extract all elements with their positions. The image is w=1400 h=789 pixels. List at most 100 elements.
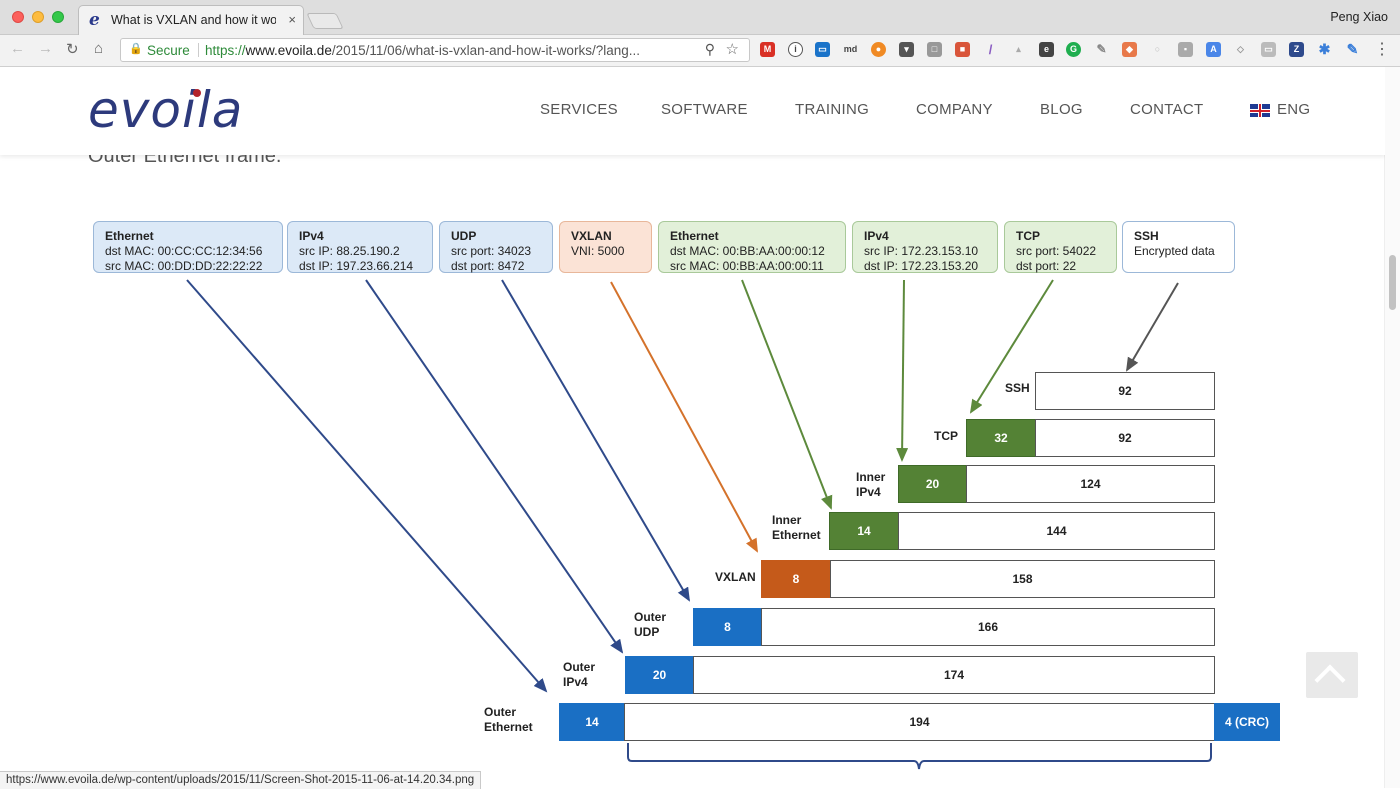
box-title: SSH [1134, 229, 1159, 243]
outer-udp-header-cell: 8 [693, 608, 762, 646]
close-window-button[interactable] [12, 11, 24, 23]
vxlan-header-box: VXLAN VNI: 5000 [559, 221, 652, 273]
box-line: dst IP: 197.23.66.214 [299, 259, 414, 273]
extension-icon[interactable]: ▭ [815, 42, 830, 57]
box-line: dst IP: 172.23.153.20 [864, 259, 979, 273]
tcp-payload-cell: 92 [1035, 419, 1215, 457]
box-line: src port: 54022 [1016, 244, 1097, 258]
row-label-tcp: TCP [934, 429, 958, 443]
chevron-up-icon [1314, 664, 1346, 696]
outer-udp-header-box: UDP src port: 34023 dst port: 8472 [439, 221, 553, 273]
outer-ipv4-payload-cell: 174 [693, 656, 1215, 694]
arrow-ssh [1125, 282, 1179, 372]
site-header: evoila SERVICES SOFTWARE TRAINING COMPAN… [0, 67, 1385, 155]
extension-icon[interactable]: ▪ [1178, 42, 1193, 57]
info-extension-icon[interactable]: i [788, 42, 803, 57]
inner-ethernet-payload-cell: 144 [898, 512, 1215, 550]
forward-arrow-icon[interactable]: → [38, 40, 53, 57]
box-title: Ethernet [105, 229, 154, 243]
outer-ipv4-header-box: IPv4 src IP: 88.25.190.2 dst IP: 197.23.… [287, 221, 433, 273]
lock-icon: 🔒 [129, 43, 143, 55]
box-title: TCP [1016, 229, 1040, 243]
inner-ipv4-header-box: IPv4 src IP: 172.23.153.10 dst IP: 172.2… [852, 221, 998, 273]
extension-icon[interactable]: ▭ [1261, 42, 1276, 57]
home-icon[interactable]: ⌂ [94, 40, 104, 57]
extension-icon[interactable]: ■ [955, 42, 970, 57]
new-tab-button[interactable] [306, 13, 344, 29]
markdown-extension-icon[interactable]: md [843, 44, 858, 54]
maximize-window-button[interactable] [52, 11, 64, 23]
extension-icon[interactable]: ✎ [1346, 41, 1359, 57]
ssh-payload-cell: 92 [1035, 372, 1215, 410]
web-page: evoila SERVICES SOFTWARE TRAINING COMPAN… [0, 67, 1385, 788]
zoom-icon[interactable]: ⚲ [704, 41, 715, 57]
inner-ethernet-header-box: Ethernet dst MAC: 00:BB:AA:00:00:12 src … [658, 221, 846, 273]
chrome-menu-icon[interactable]: ⋮ [1374, 41, 1390, 58]
nav-services[interactable]: SERVICES [540, 101, 618, 118]
box-line: dst MAC: 00:BB:AA:00:00:12 [670, 244, 825, 258]
box-line: Encrypted data [1134, 244, 1215, 258]
profile-name[interactable]: Peng Xiao [1330, 10, 1388, 24]
scrollbar-thumb[interactable] [1389, 255, 1396, 310]
nav-software[interactable]: SOFTWARE [661, 101, 748, 118]
box-title: Ethernet [670, 229, 719, 243]
outer-udp-payload-cell: 166 [761, 608, 1215, 646]
ssh-header-box: SSH Encrypted data [1122, 221, 1235, 273]
nav-training[interactable]: TRAINING [795, 101, 870, 118]
scroll-to-top-button[interactable] [1306, 652, 1358, 698]
language-switch[interactable]: ENG [1277, 101, 1311, 118]
gmail-extension-icon[interactable]: M [760, 42, 775, 57]
pen-extension-icon[interactable]: / [988, 42, 993, 57]
reload-icon[interactable]: ↻ [66, 41, 79, 58]
tab-title: What is VXLAN and how it wo [111, 13, 276, 27]
extension-icon[interactable]: ✎ [1096, 42, 1107, 56]
extension-icon[interactable]: Z [1289, 42, 1304, 57]
arrow-vxlan [610, 281, 758, 553]
box-line: src IP: 172.23.153.10 [864, 244, 979, 258]
extension-icon[interactable]: ✱ [1318, 41, 1331, 57]
browser-toolbar: ← → ↻ ⌂ 🔒 Secure https://www.evoila.de/2… [0, 35, 1400, 67]
grammarly-extension-icon[interactable]: G [1066, 42, 1081, 57]
minimize-window-button[interactable] [32, 11, 44, 23]
tab-close-icon[interactable]: × [288, 12, 296, 27]
evoila-logo[interactable]: evoila [88, 81, 244, 139]
vxlan-payload-cell: 158 [830, 560, 1215, 598]
nav-contact[interactable]: CONTACT [1130, 101, 1204, 118]
vxlan-header-cell: 8 [761, 560, 831, 598]
tcp-header-box: TCP src port: 54022 dst port: 22 [1004, 221, 1117, 273]
row-label-ssh: SSH [1005, 381, 1030, 395]
extension-icon[interactable]: ▴ [1016, 44, 1021, 54]
tcp-header-cell: 32 [966, 419, 1036, 457]
extension-icon[interactable]: □ [927, 42, 942, 57]
translate-extension-icon[interactable]: A [1206, 42, 1221, 57]
extension-icon[interactable]: ● [871, 42, 886, 57]
back-arrow-icon[interactable]: ← [10, 40, 25, 57]
extension-icon[interactable]: ○ [1154, 44, 1161, 54]
bookmark-star-icon[interactable]: ☆ [725, 41, 739, 58]
evernote-extension-icon[interactable]: e [1039, 42, 1054, 57]
outer-ethernet-header-box: Ethernet dst MAC: 00:CC:CC:12:34:56 src … [93, 221, 283, 273]
box-title: IPv4 [299, 229, 324, 243]
secure-label: Secure [147, 43, 190, 58]
url-text[interactable]: https://www.evoila.de/2015/11/06/what-is… [205, 43, 640, 58]
box-title: VXLAN [571, 229, 612, 243]
outer-ethernet-crc-cell: 4 (CRC) [1214, 703, 1280, 741]
page-scrollbar[interactable] [1384, 67, 1400, 788]
browser-tab-active[interactable]: e What is VXLAN and how it wo × [78, 5, 304, 35]
box-line: src port: 34023 [451, 244, 532, 258]
nav-blog[interactable]: BLOG [1040, 101, 1083, 118]
box-title: UDP [451, 229, 477, 243]
nav-company[interactable]: COMPANY [916, 101, 993, 118]
arrow-inner-ipv4 [896, 279, 909, 462]
box-line: dst port: 8472 [451, 259, 525, 273]
box-title: IPv4 [864, 229, 889, 243]
inner-ipv4-payload-cell: 124 [966, 465, 1215, 503]
uk-flag-icon[interactable] [1250, 104, 1270, 117]
extension-icon[interactable]: ◆ [1122, 42, 1137, 57]
address-bar[interactable]: 🔒 Secure https://www.evoila.de/2015/11/0… [120, 38, 750, 62]
arrow-outer-udp [501, 279, 691, 602]
pocket-extension-icon[interactable]: ▾ [899, 42, 914, 57]
extension-icon[interactable]: ◇ [1237, 44, 1244, 54]
